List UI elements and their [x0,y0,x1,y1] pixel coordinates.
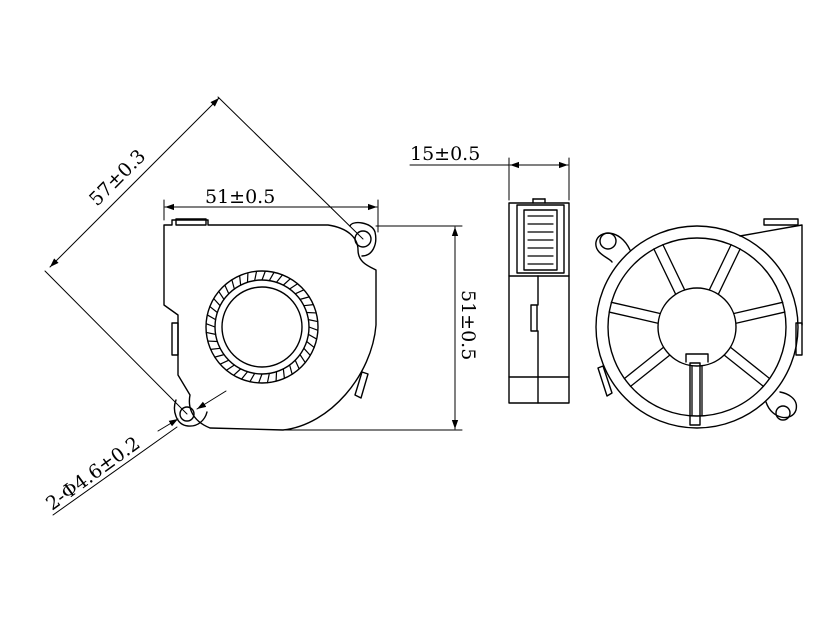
impeller-blade [206,314,217,321]
back-housing-corner [739,224,803,326]
impeller-blade [240,371,249,380]
back-spokes [608,243,786,417]
back-side-clip-left [597,365,613,397]
front-mount-hole-bottom [179,406,195,422]
impeller-hub [221,286,303,368]
impeller-blade [209,305,218,314]
impeller-blade [306,340,315,349]
side-outlet [516,204,565,274]
impeller-blade [303,347,311,356]
dim-height-label: 51±0.5 [457,290,479,360]
impeller-blade [275,274,284,283]
impeller-blade [282,278,291,286]
front-ear-bottom [173,399,208,427]
dim-hole-label: 2-Φ4.6±0.2 [42,432,144,515]
back-ear-right [765,391,798,419]
back-spoke-edge [629,354,671,388]
impeller-blade [258,373,263,384]
dim-diagonal-ext-bottom [44,270,188,415]
side-clip [530,304,538,332]
dim-diagonal-ext-top [217,96,364,240]
side-view [508,198,570,404]
impeller-blade [231,279,235,290]
back-view [595,218,803,429]
impeller-blade [254,270,258,282]
back-side-clip-right [795,322,803,356]
back-spoke-edge [623,346,665,380]
impeller-blade [249,372,256,383]
dim-diagonal-line [49,97,220,268]
impeller-blade [289,364,293,375]
impeller-blade [205,331,217,335]
side-body [508,202,570,404]
impeller-blade [225,364,235,371]
impeller-blade [303,304,314,307]
front-view [163,218,377,431]
impeller-outer-ring [205,270,319,384]
impeller-blade [239,275,242,286]
impeller-blade [299,354,306,364]
impeller-blade [299,296,310,300]
back-spoke-edge [729,346,771,380]
impeller-blade [219,359,230,365]
back-mount-hole-right [775,405,791,421]
impeller-blade [294,359,300,370]
back-spoke-edge [733,301,784,315]
impeller-blades [205,270,319,384]
back-mount-hole-left [599,232,617,250]
back-inner-ring [607,237,787,417]
impeller-blade [268,271,275,282]
back-outer-ring [595,225,799,429]
back-hub [657,287,737,367]
impeller-blade [282,368,285,379]
back-top-tab [763,218,799,226]
back-ear-left [595,232,631,263]
impeller-blade [205,323,216,328]
back-spoke-edge [723,354,765,388]
back-spoke-edge [662,243,686,291]
back-hub-notch [685,353,709,363]
impeller-blade [213,298,221,307]
impeller-blade [224,284,230,295]
impeller-blade [266,372,270,384]
front-side-clip [171,322,179,356]
dim-hole-arrow-upper [196,390,227,410]
back-spoke-edge [610,301,661,315]
side-view-dimensions: 15±0.5 [409,143,570,201]
dim-width-label: 51±0.5 [205,186,275,208]
front-housing-outline [163,219,377,431]
impeller-blade [210,347,221,350]
impeller-blade [308,326,319,331]
dim-thickness-label: 15±0.5 [410,143,480,165]
dim-hole-leader [52,426,178,516]
front-ear-top [349,221,377,257]
impeller-blade [294,289,305,295]
dim-diagonal-label: 57±0.3 [85,145,150,210]
back-spoke-edge [708,243,732,291]
impeller-blade [218,290,225,300]
impeller-blade [214,354,225,358]
back-spoke-slot [689,362,701,426]
back-spoke-edge [608,311,659,324]
impeller-blade [233,368,242,376]
front-mount-hole-top [354,230,372,248]
impeller-blade [307,333,318,340]
front-side-clip-right [354,371,369,399]
impeller-blade [307,319,319,323]
back-spoke-edge [717,248,741,295]
impeller-blade [289,283,299,290]
impeller-blade [261,270,266,281]
back-spoke-edge [653,248,677,295]
dim-hole-arrow-lower [157,418,179,432]
back-spoke-edge [735,311,786,324]
side-outlet-louvers [527,215,554,265]
side-outlet-grill [523,209,558,271]
